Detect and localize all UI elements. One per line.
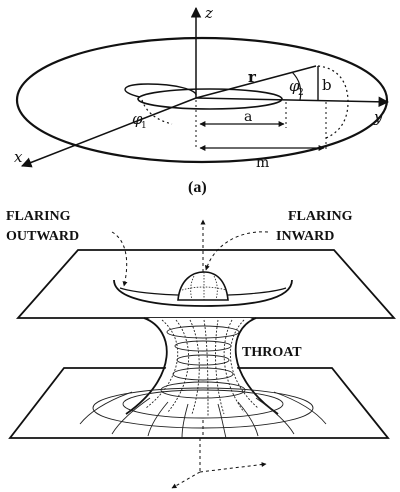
b-label: b	[322, 76, 332, 94]
phi2-angle-arc	[291, 71, 302, 101]
r-label: r	[248, 68, 257, 86]
bump-hatching	[181, 272, 227, 301]
phi1-label: φ	[132, 110, 143, 128]
throat-outline-right	[234, 317, 279, 415]
phi1-dotted-arc	[141, 99, 173, 125]
leader-outward	[111, 231, 128, 287]
phi2-dotted-arc	[317, 65, 349, 139]
m-label: m	[256, 155, 269, 171]
phi2-label: φ	[289, 77, 300, 95]
spiral-curve	[124, 83, 197, 98]
x-axis	[21, 97, 197, 168]
panel-b: FLARING OUTWARD FLARING INWARD THROAT	[6, 209, 396, 489]
phi1-subscript: 1	[141, 121, 147, 131]
leader-inward	[204, 231, 269, 271]
a-label: a	[244, 109, 252, 125]
inner-ring-ellipse	[137, 88, 283, 110]
flaring-outward-line2: OUTWARD	[6, 229, 79, 244]
z-axis-label: z	[204, 4, 213, 22]
flaring-inward-line2: INWARD	[276, 229, 334, 244]
phi2-subscript: 2	[298, 88, 304, 98]
panel-a-caption: (a)	[188, 179, 207, 196]
flaring-inward-line1: FLARING	[288, 209, 353, 224]
flare-rim-outer	[113, 279, 293, 307]
y-axis	[195, 96, 390, 108]
lower-axis-left	[171, 471, 201, 489]
throat-outline-left	[125, 317, 168, 415]
outer-torus-ellipse	[15, 36, 389, 164]
panel-a: z y x r b a m φ 1 φ 2 (a)	[14, 4, 390, 196]
x-axis-label: x	[14, 148, 23, 166]
lower-axis-right	[199, 462, 267, 473]
r-vector-line	[195, 65, 317, 99]
flaring-outward-line1: FLARING	[6, 209, 71, 224]
throat-label: THROAT	[242, 345, 302, 360]
y-axis-label: y	[373, 108, 383, 126]
